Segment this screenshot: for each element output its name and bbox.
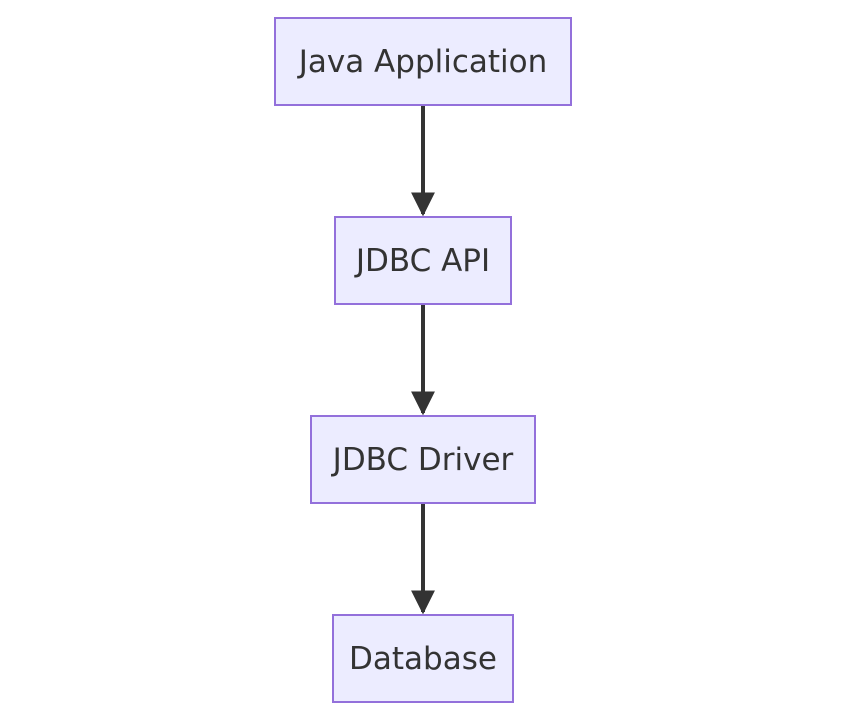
node-java-application: Java Application	[274, 17, 572, 106]
node-jdbc-api-label: JDBC API	[355, 242, 491, 279]
node-java-application-label: Java Application	[298, 43, 548, 80]
node-jdbc-driver-label: JDBC Driver	[332, 441, 514, 478]
node-jdbc-driver: JDBC Driver	[310, 415, 536, 504]
node-database-label: Database	[349, 640, 497, 677]
node-database: Database	[332, 614, 514, 703]
node-jdbc-api: JDBC API	[334, 216, 512, 305]
